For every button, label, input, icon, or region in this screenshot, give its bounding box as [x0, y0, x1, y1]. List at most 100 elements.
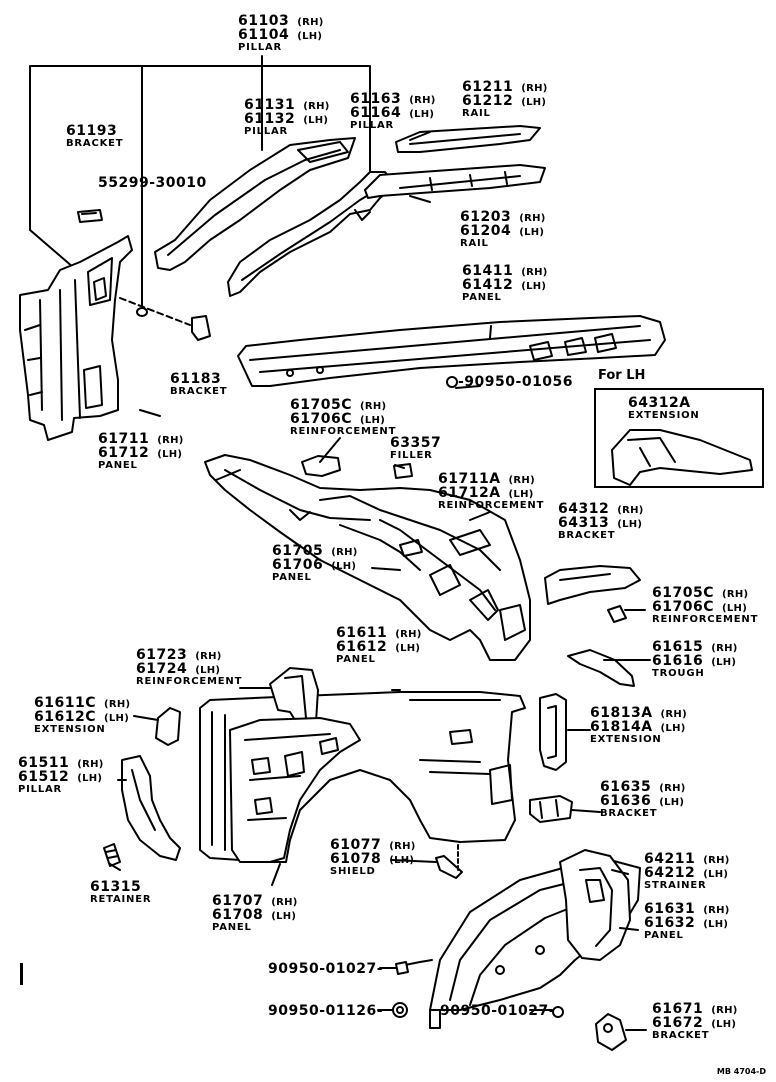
label-61711A: 61711A(RH)61712A(LH)REINFORCEMENT: [438, 472, 544, 511]
side-designation: (RH): [659, 783, 686, 794]
part-number: 64313(LH): [558, 516, 644, 530]
part-number-text: 61631: [644, 901, 696, 917]
inset-title: For LH: [598, 368, 646, 383]
part-number: 61707(RH): [212, 894, 298, 908]
part-number-text: 61705C: [652, 585, 714, 601]
part-name: TROUGH: [652, 668, 705, 679]
leader-55299: [119, 297, 191, 326]
part-number: 61705C(RH): [290, 398, 396, 412]
part-number-text: 64312A: [628, 395, 691, 411]
part-64312A-extension: [611, 429, 753, 486]
side-designation: (RH): [508, 475, 535, 486]
part-61131-pillar: [154, 137, 356, 271]
part-number-text: 61511: [18, 755, 70, 771]
part-number-text: -90950-01056: [458, 374, 574, 390]
part-number: 61672(LH): [652, 1016, 738, 1030]
part-number: 61164(LH): [350, 106, 436, 120]
part-number: 61636(LH): [600, 794, 686, 808]
label-61611C: 61611C(RH)61612C(LH)EXTENSION: [34, 696, 130, 735]
part-name: PILLAR: [18, 784, 63, 795]
part-number: 61611C(RH): [34, 696, 130, 710]
label-64211: 64211(RH)64212 (LH)STRAINER: [644, 852, 730, 891]
part-number-text: 61203: [460, 209, 512, 225]
part-number-text: 61705C: [290, 397, 352, 413]
label-61511: 61511(RH)61512(LH)PILLAR: [18, 756, 104, 795]
part-61671-bracket: [595, 1013, 627, 1051]
part-name: PANEL: [336, 654, 376, 665]
label-90950-01126: 90950-01126-: [268, 1004, 383, 1018]
label-61103: 61103(RH)61104(LH)PILLAR: [238, 14, 324, 53]
side-designation: (RH): [297, 17, 324, 28]
part-name: BRACKET: [170, 386, 228, 397]
side-designation: (RH): [711, 1005, 738, 1016]
part-number-text: 61611C: [34, 695, 96, 711]
part-name: STRAINER: [644, 880, 707, 891]
part-name: EXTENSION: [590, 734, 662, 745]
part-name: REINFORCEMENT: [290, 426, 397, 437]
part-61193-bracket: [77, 209, 103, 223]
part-number: 61711A(RH): [438, 472, 544, 486]
side-designation: (LH): [331, 561, 357, 572]
part-number: 61631(RH): [644, 902, 730, 916]
side-designation: (RH): [157, 435, 184, 446]
part-number: 61131(RH): [244, 98, 330, 112]
label-61723: 61723(RH)61724(LH)REINFORCEMENT: [136, 648, 242, 687]
part-61203-rail: [364, 164, 546, 199]
part-number: 61814A(LH): [590, 720, 687, 734]
part-number-text: 64212: [644, 865, 696, 881]
side-designation: (LH): [77, 773, 103, 784]
edge-mark: [20, 963, 23, 985]
part-number: 61103(RH): [238, 14, 324, 28]
part-61705C-reinforcement-top: [301, 455, 341, 477]
side-designation: (RH): [271, 897, 298, 908]
side-designation: (LH): [659, 797, 685, 808]
label-61671: 61671(RH)61672(LH)BRACKET: [652, 1002, 738, 1041]
part-number: 63357: [390, 436, 441, 450]
part-number-text: 61671: [652, 1001, 704, 1017]
reference-code: MB 4704-D: [716, 1067, 766, 1076]
part-number: 64211(RH): [644, 852, 730, 866]
label-61813A: 61813A(RH)61814A(LH)EXTENSION: [590, 706, 687, 745]
side-designation: (LH): [660, 723, 686, 734]
part-name: RAIL: [460, 238, 489, 249]
part-number: 61813A(RH): [590, 706, 687, 720]
label-55299: 55299-30010: [98, 176, 207, 190]
part-number: 61203(RH): [460, 210, 546, 224]
part-number-text: 61635: [600, 779, 652, 795]
side-designation: (RH): [617, 505, 644, 516]
part-number-text: 61104: [238, 27, 290, 43]
inset-frame: [594, 388, 764, 488]
part-number: 61712A(LH): [438, 486, 544, 500]
part-61211-rail: [395, 125, 541, 153]
side-designation: (LH): [195, 665, 221, 676]
part-name: PANEL: [272, 572, 312, 583]
side-designation: (LH): [359, 415, 386, 426]
part-number: 61616(LH): [652, 654, 738, 668]
part-61411-panel: [237, 315, 666, 387]
part-name: PANEL: [98, 460, 138, 471]
part-name: REINFORCEMENT: [136, 676, 243, 687]
part-number: 61212(LH): [462, 94, 548, 108]
side-designation: (RH): [409, 95, 436, 106]
side-designation: (LH): [703, 869, 729, 880]
part-number-text: 63357: [390, 435, 442, 451]
label-61611: 61611(RH)61612(LH)PANEL: [336, 626, 422, 665]
label-61705C-right: 61705C(RH)61706C(LH)REINFORCEMENT: [652, 586, 758, 625]
part-61707-panel: [229, 717, 361, 863]
part-name: PILLAR: [350, 120, 395, 131]
part-number-text: 64313: [558, 515, 610, 531]
side-designation: (RH): [389, 841, 416, 852]
side-designation: (LH): [711, 1019, 737, 1030]
side-designation: (LH): [297, 31, 323, 42]
side-designation: (LH): [157, 449, 183, 460]
part-number-text: 61612: [336, 639, 388, 655]
part-fasteners: [392, 961, 564, 1018]
part-number: 64212 (LH): [644, 866, 730, 880]
part-number-text: 61706C: [652, 599, 714, 615]
label-61711: 61711(RH)61712(LH)PANEL: [98, 432, 184, 471]
part-number-text: 61706C: [290, 411, 352, 427]
part-name: BRACKET: [558, 530, 616, 541]
part-number-text: 61612C: [34, 709, 96, 725]
part-number: 61724(LH): [136, 662, 242, 676]
part-number-text: 61616: [652, 653, 704, 669]
